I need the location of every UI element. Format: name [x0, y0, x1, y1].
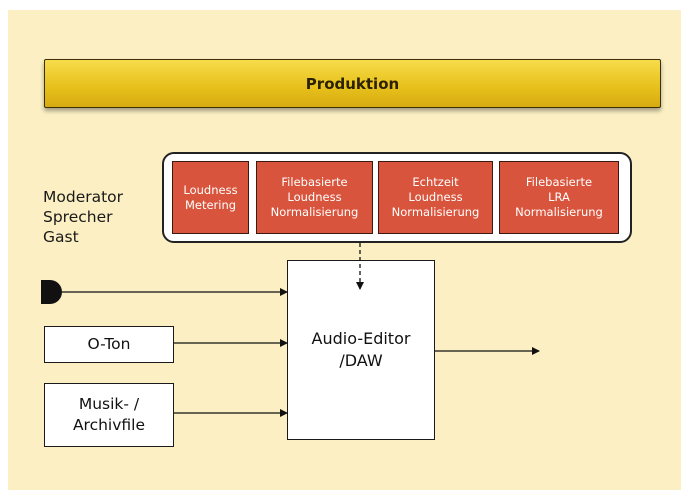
tool-filebased-loudness-normalization: Filebasierte Loudness Normalisierung: [256, 161, 373, 234]
o-ton-box: O-Ton: [44, 326, 174, 363]
tool-line: Metering: [184, 197, 237, 212]
tool-line: Filebasierte: [525, 175, 593, 189]
production-banner: Produktion: [44, 59, 661, 108]
music-label-line: Archivfile: [72, 416, 146, 434]
tool-line: Loudness: [408, 190, 463, 204]
diagram-canvas: Produktion Loudness Metering Filebasiert…: [8, 10, 681, 490]
tool-line: LRA: [548, 190, 570, 204]
tool-filebased-lra-normalization: Filebasierte LRA Normalisierung: [499, 161, 619, 234]
music-archive-box: Musik- / Archivfile: [44, 383, 174, 447]
tool-loudness-metering: Loudness Metering: [172, 161, 249, 234]
connection-arrows: [62, 243, 540, 417]
audio-editor-daw-box: Audio-Editor /DAW: [287, 260, 435, 440]
tool-line: Filebasierte: [281, 175, 348, 189]
editor-label-line: Audio-Editor: [311, 329, 411, 348]
speaker-label: Moderator: [43, 188, 124, 206]
editor-label-line: /DAW: [339, 351, 383, 370]
speaker-labels: Moderator Sprecher Gast: [43, 187, 123, 247]
tool-line: Loudness: [287, 190, 342, 204]
production-title: Produktion: [305, 74, 400, 93]
speaker-label: Gast: [43, 228, 79, 246]
tool-realtime-loudness-normalization: Echtzeit Loudness Normalisierung: [378, 161, 493, 234]
speaker-label: Sprecher: [43, 208, 113, 226]
o-ton-label: O-Ton: [87, 335, 131, 353]
tool-line: Normalisierung: [270, 205, 359, 219]
tool-line: Normalisierung: [391, 205, 480, 219]
microphone-icon: [41, 280, 62, 304]
tool-line: Normalisierung: [515, 205, 603, 219]
music-label-line: Musik- /: [78, 395, 140, 413]
tool-line: Loudness: [183, 182, 238, 197]
tool-line: Echtzeit: [412, 175, 459, 189]
